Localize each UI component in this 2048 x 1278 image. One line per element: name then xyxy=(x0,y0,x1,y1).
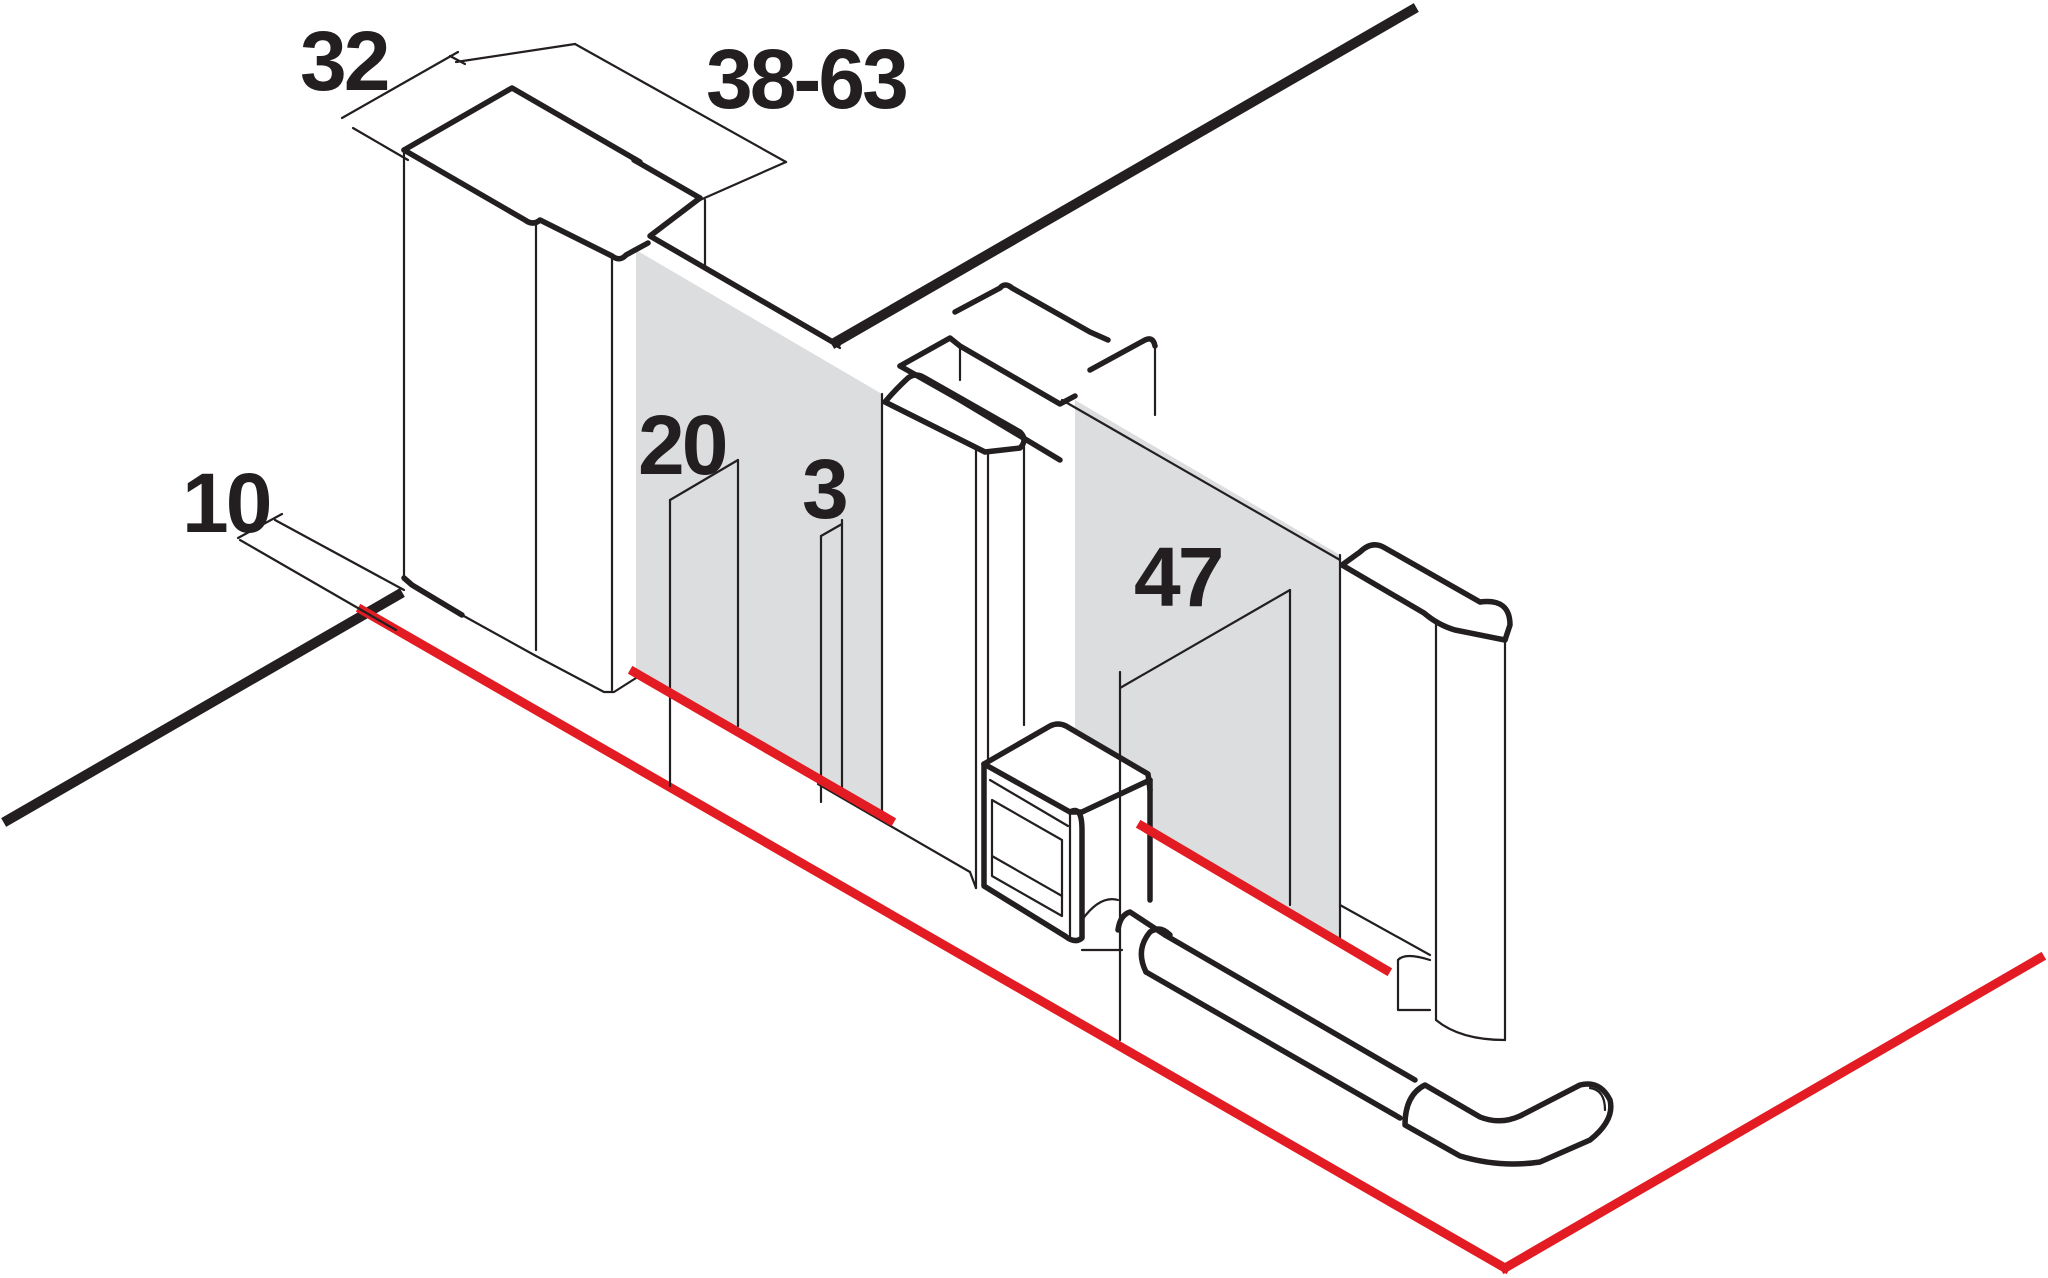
dim-label-panel-depth: 47 xyxy=(1134,530,1222,624)
floor-lines xyxy=(355,603,2047,1275)
dim-label-panel-offset: 20 xyxy=(638,398,726,492)
panel-floor-marks xyxy=(627,665,1393,977)
dim-label-gap: 3 xyxy=(802,442,846,536)
dim-label-offset-left: 10 xyxy=(182,456,270,550)
floor-line-right xyxy=(1498,951,2047,1275)
floor-mark-left-panel xyxy=(627,665,897,827)
wall-profile-left xyxy=(401,85,842,694)
bottom-guide-block xyxy=(981,721,1153,944)
guide-rod xyxy=(1080,898,1614,1167)
wall-profile-right xyxy=(1338,542,1513,1044)
wall-lines xyxy=(1,3,1419,827)
dimension-labels: 32 38-63 10 20 3 47 xyxy=(182,14,1225,624)
dim-label-frame-depth: 32 xyxy=(300,14,388,108)
dim-label-adjustment-range: 38-63 xyxy=(706,32,906,126)
floor-mark-right-panel xyxy=(1135,819,1393,977)
floor-line-front xyxy=(355,603,1512,1275)
left-wall-line xyxy=(1,588,405,827)
back-wall-line xyxy=(829,3,1419,349)
dimension-lines xyxy=(236,42,1292,1042)
